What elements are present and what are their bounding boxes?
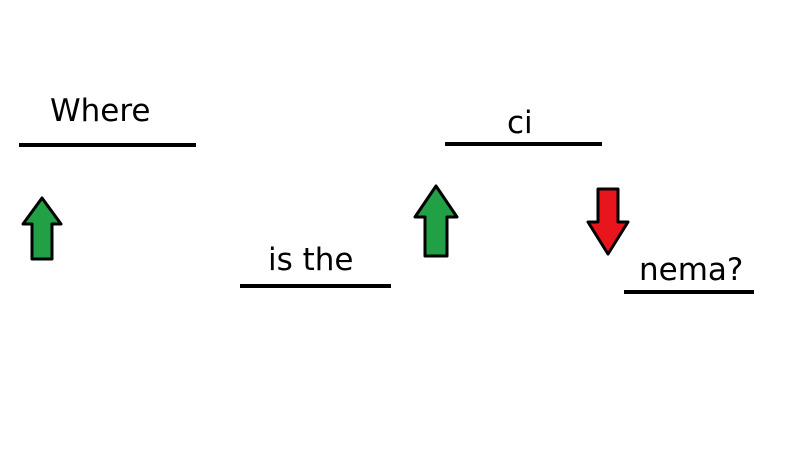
green-up-arrow-icon xyxy=(413,184,459,258)
word-where: Where xyxy=(50,93,151,129)
red-down-arrow-icon xyxy=(586,187,630,256)
underline-is-the xyxy=(240,284,391,288)
underline-nema xyxy=(624,290,754,294)
word-is-the: is the xyxy=(268,242,354,278)
underline-where xyxy=(19,143,196,147)
word-ci: ci xyxy=(507,105,533,141)
green-up-arrow-icon xyxy=(21,196,63,261)
underline-ci xyxy=(445,142,602,146)
word-nema: nema? xyxy=(639,252,744,288)
